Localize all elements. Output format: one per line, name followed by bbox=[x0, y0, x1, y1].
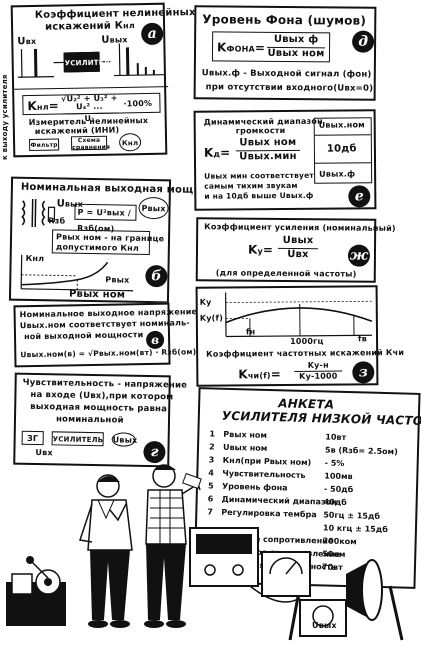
card-frequency-distortion: Kу Kу(f) fн 1000гц fв Коэффициент частот… bbox=[195, 285, 404, 387]
right-engineer-figure bbox=[144, 464, 202, 628]
speaker-device bbox=[346, 559, 383, 621]
turntable-equipment bbox=[6, 556, 66, 626]
meter-device bbox=[261, 551, 311, 597]
card-b-knl-curve bbox=[20, 254, 134, 292]
engineers-illustration bbox=[6, 464, 383, 637]
amplifier-device bbox=[189, 527, 301, 603]
output-meter-device bbox=[299, 599, 347, 637]
card-a-spectrum-diagram bbox=[14, 43, 169, 90]
output-meter-label: Uвых bbox=[312, 621, 337, 630]
transformer-icon bbox=[21, 198, 56, 228]
card-nonlinear-distortion: Коэффициент нелинейных искажений Кнл a U… bbox=[10, 2, 196, 158]
amp-meter-label: Uвх bbox=[224, 576, 242, 585]
card-nominal-output-power: Номинальная выходная мощность Uвых Rзб P… bbox=[8, 176, 226, 304]
frequency-response-chart bbox=[225, 292, 373, 338]
left-engineer-figure bbox=[79, 474, 133, 628]
